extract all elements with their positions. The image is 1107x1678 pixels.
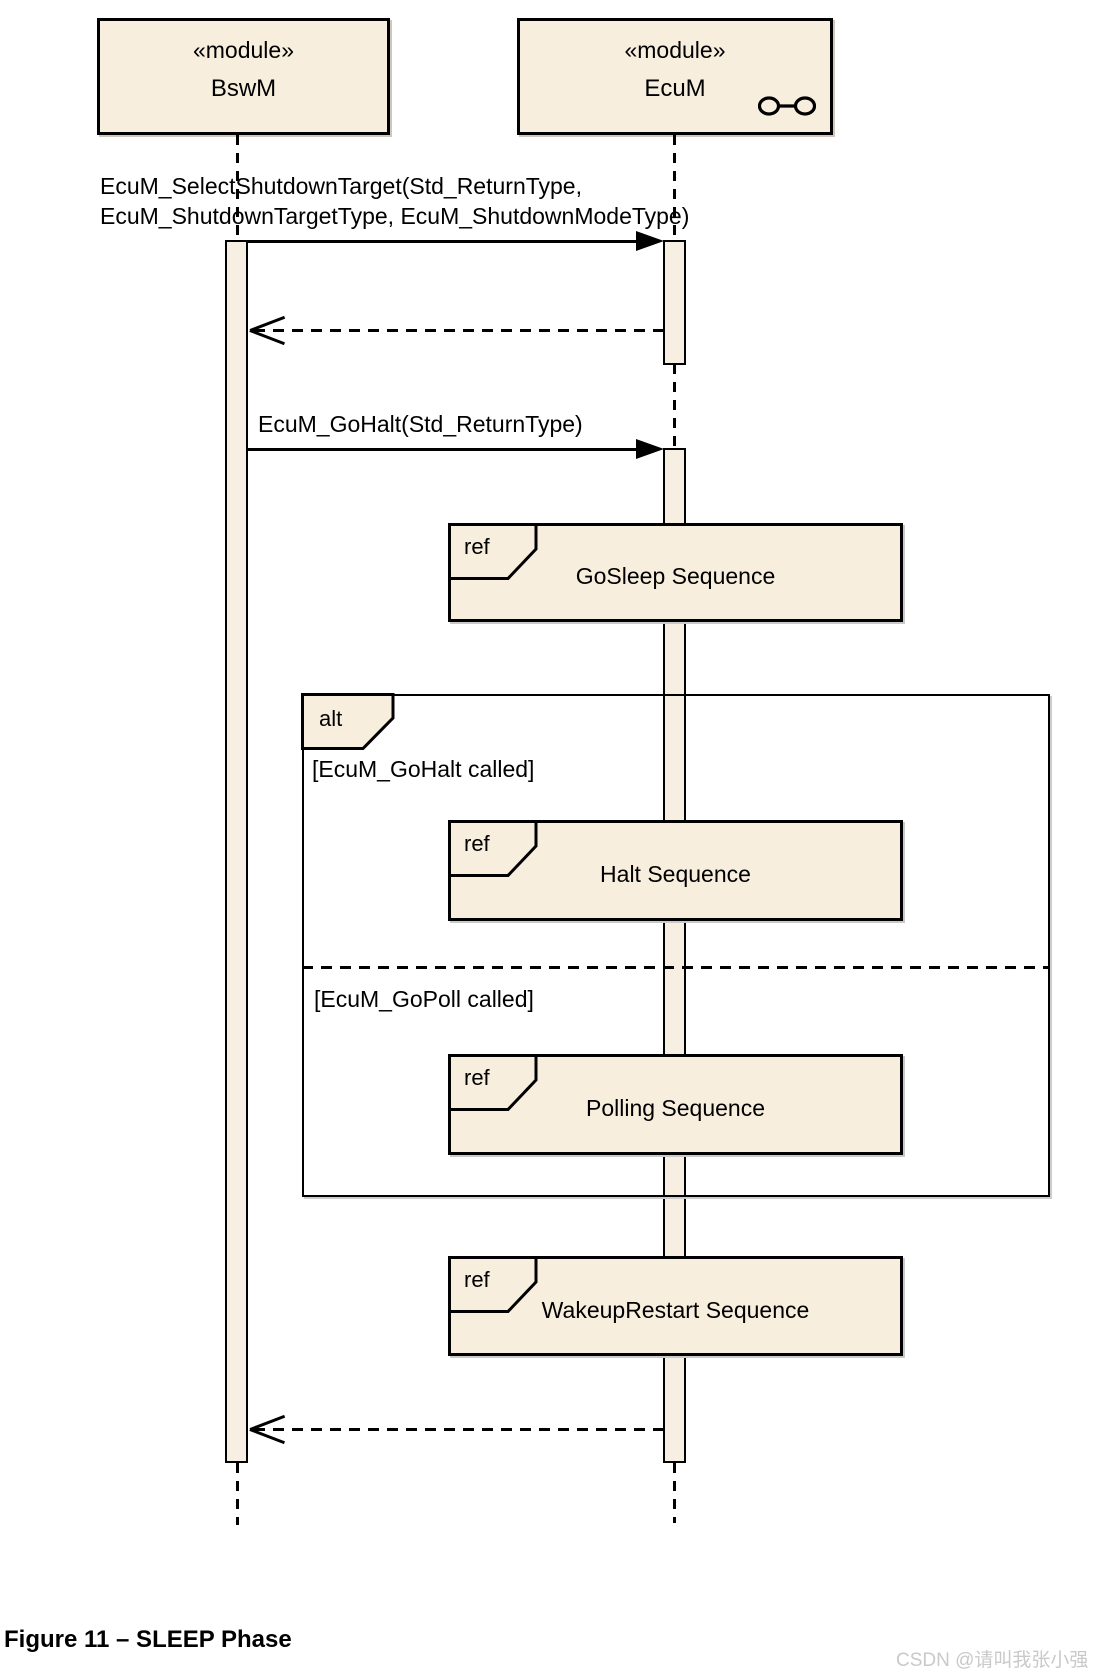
ref-wakeuprestart-label: WakeupRestart Sequence xyxy=(541,1296,810,1323)
bswm-name: BswM xyxy=(210,75,277,102)
bswm-lifeline-segment xyxy=(236,1463,239,1525)
ref-polling-label: Polling Sequence xyxy=(585,1095,766,1121)
alt-guard-gopoll: [EcuM_GoPoll called] xyxy=(314,986,534,1012)
ecum-name: EcuM xyxy=(644,75,706,102)
ref-keyword: ref xyxy=(464,1065,490,1090)
bswm-lifeline-segment xyxy=(236,135,239,242)
ref-gosleep-label: GoSleep Sequence xyxy=(575,563,776,589)
participant-box-bswm: «module» BswM xyxy=(97,18,390,135)
ref-keyword: ref xyxy=(464,1267,490,1292)
alt-keyword: alt xyxy=(319,706,343,731)
alt-fragment-frame: alt xyxy=(301,693,1050,1197)
ref-tag-shape xyxy=(448,1256,538,1313)
ecum-activation-bar-1 xyxy=(663,240,686,365)
message-select-shutdown-target-label: EcuM_SelectShutdownTarget(Std_ReturnType… xyxy=(100,171,689,231)
bswm-activation-bar xyxy=(225,240,248,1463)
alt-guard-gohalt: [EcuM_GoHalt called] xyxy=(312,756,535,782)
return-arrow-line-2 xyxy=(254,1428,663,1431)
call-arrowhead-2 xyxy=(636,439,664,459)
ref-keyword: ref xyxy=(464,831,490,856)
message-gohalt-label: EcuM_GoHalt(Std_ReturnType) xyxy=(258,411,583,437)
call-arrow-line-2 xyxy=(248,448,638,451)
ref-keyword: ref xyxy=(464,534,490,559)
ref-fragment-halt: ref Halt Sequence xyxy=(448,820,903,921)
ecum-activation-bar-2 xyxy=(663,448,686,1463)
ecum-lifeline-segment xyxy=(673,1463,676,1523)
csdn-watermark: CSDN @请叫我张小强 xyxy=(896,1650,1089,1671)
ref-fragment-polling: ref Polling Sequence xyxy=(448,1054,903,1155)
ref-fragment-gosleep: ref GoSleep Sequence xyxy=(448,523,903,622)
participant-box-ecum: «module» EcuM xyxy=(517,18,833,135)
call-arrow-line-1 xyxy=(248,240,638,243)
provided-interface-icon xyxy=(757,93,817,124)
ref-tag-shape xyxy=(448,1054,538,1111)
figure-caption: Figure 11 – SLEEP Phase xyxy=(4,1626,292,1653)
message-line-1: EcuM_SelectShutdownTarget(Std_ReturnType… xyxy=(100,173,582,199)
alt-separator-line xyxy=(302,966,1050,969)
message-line-2: EcuM_ShutdownTargetType, EcuM_ShutdownMo… xyxy=(100,203,690,229)
ecum-lifeline-segment xyxy=(673,364,676,450)
ref-halt-label: Halt Sequence xyxy=(600,861,751,887)
bswm-stereotype: «module» xyxy=(192,37,295,63)
alt-tag-shape xyxy=(301,693,395,750)
return-arrow-line-1 xyxy=(254,329,663,332)
call-arrowhead-1 xyxy=(636,231,664,251)
ref-tag-shape xyxy=(448,523,538,580)
ref-tag-shape xyxy=(448,820,538,877)
ecum-stereotype: «module» xyxy=(624,37,726,63)
ref-fragment-wakeuprestart: ref WakeupRestart Sequence xyxy=(448,1256,903,1356)
ecum-lifeline-segment xyxy=(673,135,676,242)
